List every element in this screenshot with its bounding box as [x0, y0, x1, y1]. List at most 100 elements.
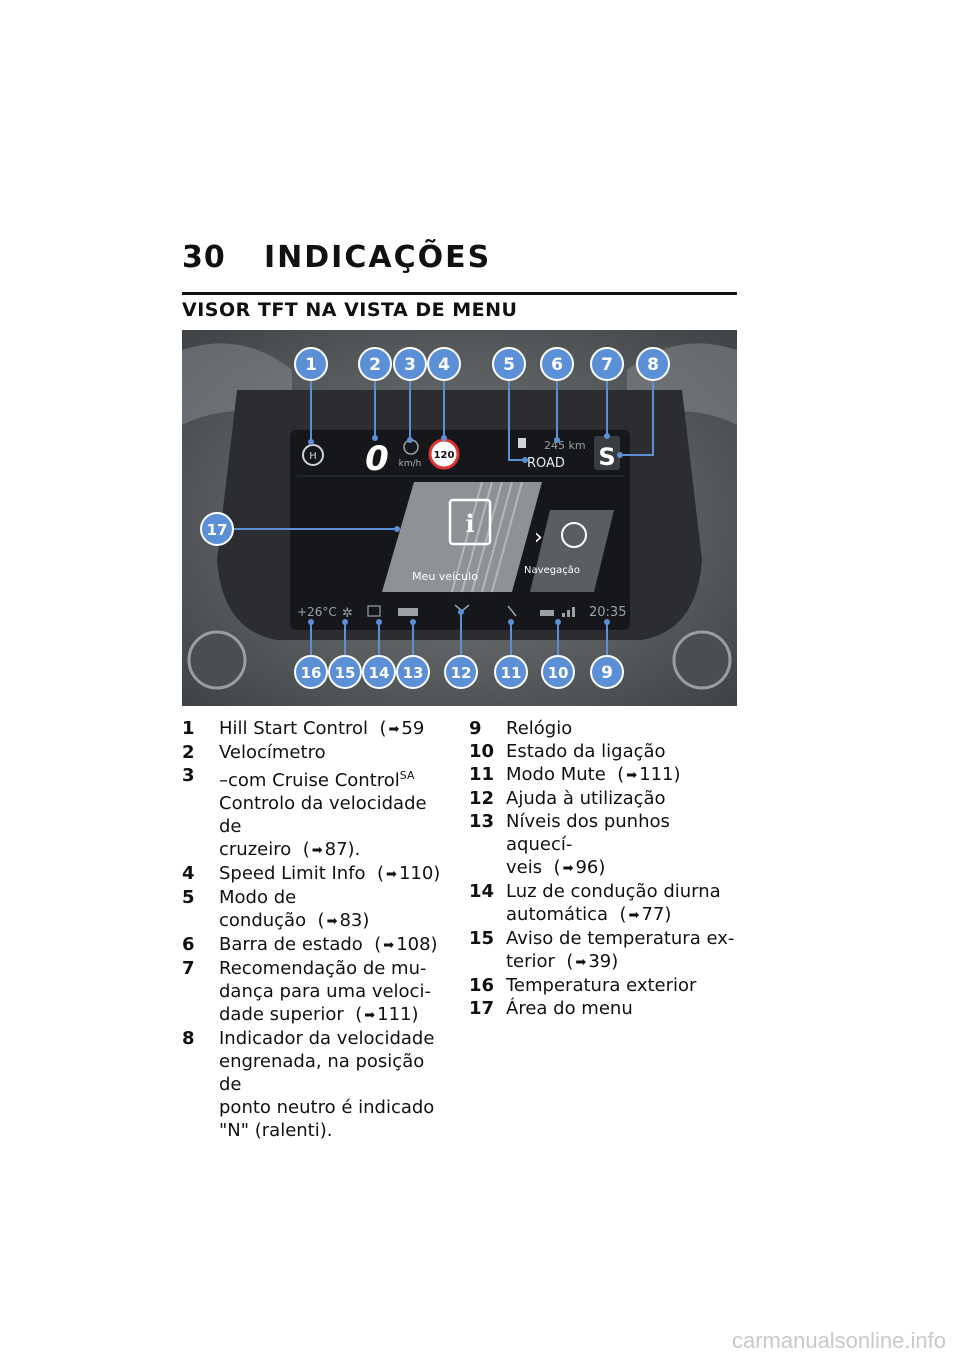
- page-reference: (➡77): [608, 904, 672, 925]
- legend-text: veis (➡96): [506, 857, 606, 878]
- legend-item-1: 1 Hill Start Control (➡59: [182, 717, 444, 741]
- legend-text: –com Cruise ControlSA: [219, 769, 415, 791]
- legend-text: Indicador da velocidade: [219, 1028, 435, 1049]
- callout-number-17: 17: [207, 521, 228, 539]
- legend-text: Relógio: [506, 718, 573, 739]
- callout-badge-2: [358, 347, 392, 381]
- legend-text: Modo Mute (➡111): [506, 764, 681, 785]
- page-reference: (➡59: [368, 718, 425, 739]
- callout-badge-15: [328, 655, 362, 689]
- svg-text:i: i: [465, 509, 474, 538]
- legend-text: cruzeiro (➡87).: [219, 839, 361, 860]
- legend-number: 1: [182, 718, 195, 739]
- legend-number: 16: [469, 975, 495, 996]
- legend-text: Velocímetro: [219, 742, 326, 763]
- callout-number-14: 14: [369, 664, 390, 682]
- legend-item-13: 13 Níveis dos punhos aquecí-veis (➡96): [469, 810, 737, 880]
- callout-number-9: 9: [601, 663, 613, 683]
- legend-text: dade superior (➡111): [219, 1004, 419, 1025]
- page-reference: (➡83): [306, 910, 370, 931]
- callout-number-3: 3: [404, 355, 416, 375]
- legend-text: Ajuda à utilização: [506, 788, 666, 809]
- legend-number: 14: [469, 881, 495, 902]
- chapter-title: INDICAÇÕES: [264, 240, 492, 275]
- legend-text: automática (➡77): [506, 904, 672, 925]
- page-reference: (➡108): [362, 934, 438, 955]
- legend-text: Luz de condução diurna: [506, 881, 721, 902]
- arrow-right-icon: ➡: [575, 955, 587, 970]
- legend-number: 15: [469, 928, 495, 949]
- callout-badge-14: [362, 655, 396, 689]
- legend-number: 13: [469, 811, 495, 832]
- page-number: 30: [182, 240, 226, 275]
- legend-text: Controlo da velocidade de: [219, 793, 427, 837]
- callout-number-8: 8: [647, 355, 659, 375]
- callout-number-13: 13: [403, 664, 424, 682]
- callout-badge-17: [200, 512, 234, 546]
- arrow-right-icon: ➡: [364, 1008, 376, 1023]
- callout-number-6: 6: [551, 355, 563, 375]
- legend-text: Barra de estado (➡108): [219, 934, 438, 955]
- callout-number-15: 15: [335, 664, 356, 682]
- callout-badge-11: [494, 655, 528, 689]
- callout-number-1: 1: [305, 355, 317, 375]
- legend-text: Speed Limit Info (➡110): [219, 863, 441, 884]
- callout-badge-12: [444, 655, 478, 689]
- legend-text: ponto neutro é indicado: [219, 1097, 435, 1118]
- arrow-right-icon: ➡: [383, 938, 395, 953]
- display-temperature: +26°C: [297, 605, 337, 619]
- arrow-right-icon: ➡: [386, 867, 397, 882]
- callout-number-7: 7: [601, 355, 613, 375]
- legend-number: 5: [182, 887, 195, 908]
- legend-number: 8: [182, 1028, 195, 1049]
- legend-text: dança para uma veloci-: [219, 981, 431, 1002]
- callout-badge-10: [541, 655, 575, 689]
- legend-text: "N" (ralenti).: [219, 1120, 333, 1141]
- section-title: VISOR TFT NA VISTA DE MENU: [182, 299, 518, 321]
- callout-number-12: 12: [451, 664, 472, 682]
- arrow-right-icon: ➡: [326, 914, 338, 929]
- callout-number-5: 5: [503, 355, 515, 375]
- watermark: carmanualsonline.info: [731, 1328, 946, 1353]
- callout-badge-1: [294, 347, 328, 381]
- menu-left-label: Meu veículo: [412, 570, 478, 583]
- legend-superscript: SA: [399, 769, 415, 782]
- legend-number: 17: [469, 998, 495, 1019]
- legend-text: terior (➡39): [506, 951, 619, 972]
- legend-text: Níveis dos punhos aquecí-: [506, 811, 670, 855]
- page-reference: (➡87).: [291, 839, 361, 860]
- display-speed-unit: km/h: [399, 459, 422, 469]
- callout-number-2: 2: [369, 355, 381, 375]
- legend-text: Hill Start Control (➡59: [219, 718, 425, 739]
- header-rule: [182, 292, 737, 295]
- legend-text: Estado da ligação: [506, 741, 666, 762]
- arrow-right-icon: ➡: [626, 768, 638, 783]
- menu-right-label: Navegação: [524, 565, 580, 576]
- callout-number-11: 11: [501, 664, 522, 682]
- callout-badge-16: [294, 655, 328, 689]
- legend-text: Recomendação de mu-: [219, 958, 427, 979]
- legend-number: 4: [182, 863, 195, 884]
- callout-badge-8: [636, 347, 670, 381]
- page-reference: (➡96): [542, 857, 606, 878]
- legend-text: engrenada, na posição de: [219, 1051, 425, 1095]
- svg-text:H: H: [309, 451, 317, 462]
- tft-display-figure: H 0 km/h 120 245 km ROAD S i Meu veículo…: [182, 330, 737, 706]
- page-reference: (➡39): [554, 951, 619, 972]
- svg-text:✲: ✲: [342, 606, 353, 621]
- callout-badge-5: [492, 347, 526, 381]
- legend-number: 3: [182, 765, 195, 786]
- legend-number: 7: [182, 958, 195, 979]
- callout-badge-9: [590, 655, 624, 689]
